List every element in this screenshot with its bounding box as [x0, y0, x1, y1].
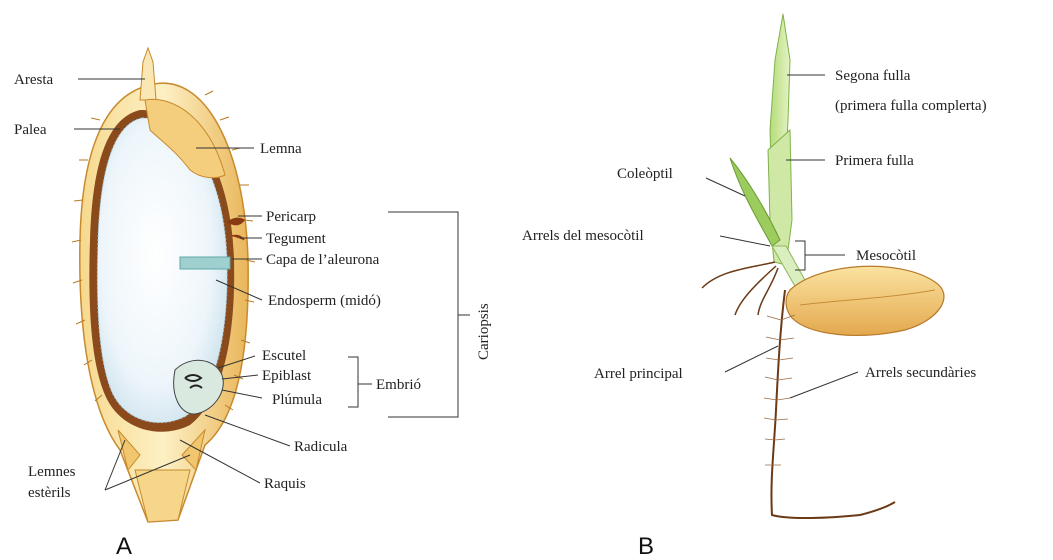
- awn: [140, 48, 156, 100]
- label-endosperm: Endosperm (midó): [268, 293, 381, 309]
- label-primera-fulla: Primera fulla: [835, 153, 914, 169]
- label-epiblast: Epiblast: [262, 368, 312, 384]
- label-lemnes-2: estèrils: [28, 485, 71, 501]
- label-tegument: Tegument: [266, 231, 327, 247]
- label-plumula: Plúmula: [272, 392, 322, 408]
- label-embrio: Embrió: [376, 377, 421, 393]
- label-coleoptil: Coleòptil: [617, 166, 673, 182]
- label-palea: Palea: [14, 122, 47, 138]
- label-arrels-mesocotil: Arrels del mesocòtil: [522, 228, 644, 244]
- seedling-grain: [786, 266, 944, 335]
- label-arrels-secundaries: Arrels secundàries: [865, 365, 976, 381]
- label-lemnes-1: Lemnes: [28, 464, 76, 480]
- label-escutel: Escutel: [262, 348, 306, 364]
- aleurone-patch: [180, 257, 230, 269]
- label-raquis: Raquis: [264, 476, 306, 492]
- label-mesocotil: Mesocòtil: [856, 248, 916, 264]
- label-arrel-principal: Arrel principal: [594, 366, 683, 382]
- panel-b-letter: B: [638, 533, 654, 560]
- label-segona-fulla: Segona fulla: [835, 68, 911, 84]
- base-rachis: [135, 470, 190, 522]
- label-pericarp: Pericarp: [266, 209, 316, 225]
- label-aleurona: Capa de l’aleurona: [266, 252, 380, 268]
- panel-a-letter: A: [116, 533, 132, 560]
- label-primera-completa: (primera fulla complerta): [835, 98, 987, 114]
- label-lemna: Lemna: [260, 141, 302, 157]
- label-aresta: Aresta: [14, 72, 53, 88]
- panel-b-seedling: [702, 14, 944, 518]
- mesocotyl-roots: [702, 262, 778, 315]
- label-radicula: Radicula: [294, 439, 348, 455]
- label-cariopsis: Cariopsis: [476, 303, 492, 360]
